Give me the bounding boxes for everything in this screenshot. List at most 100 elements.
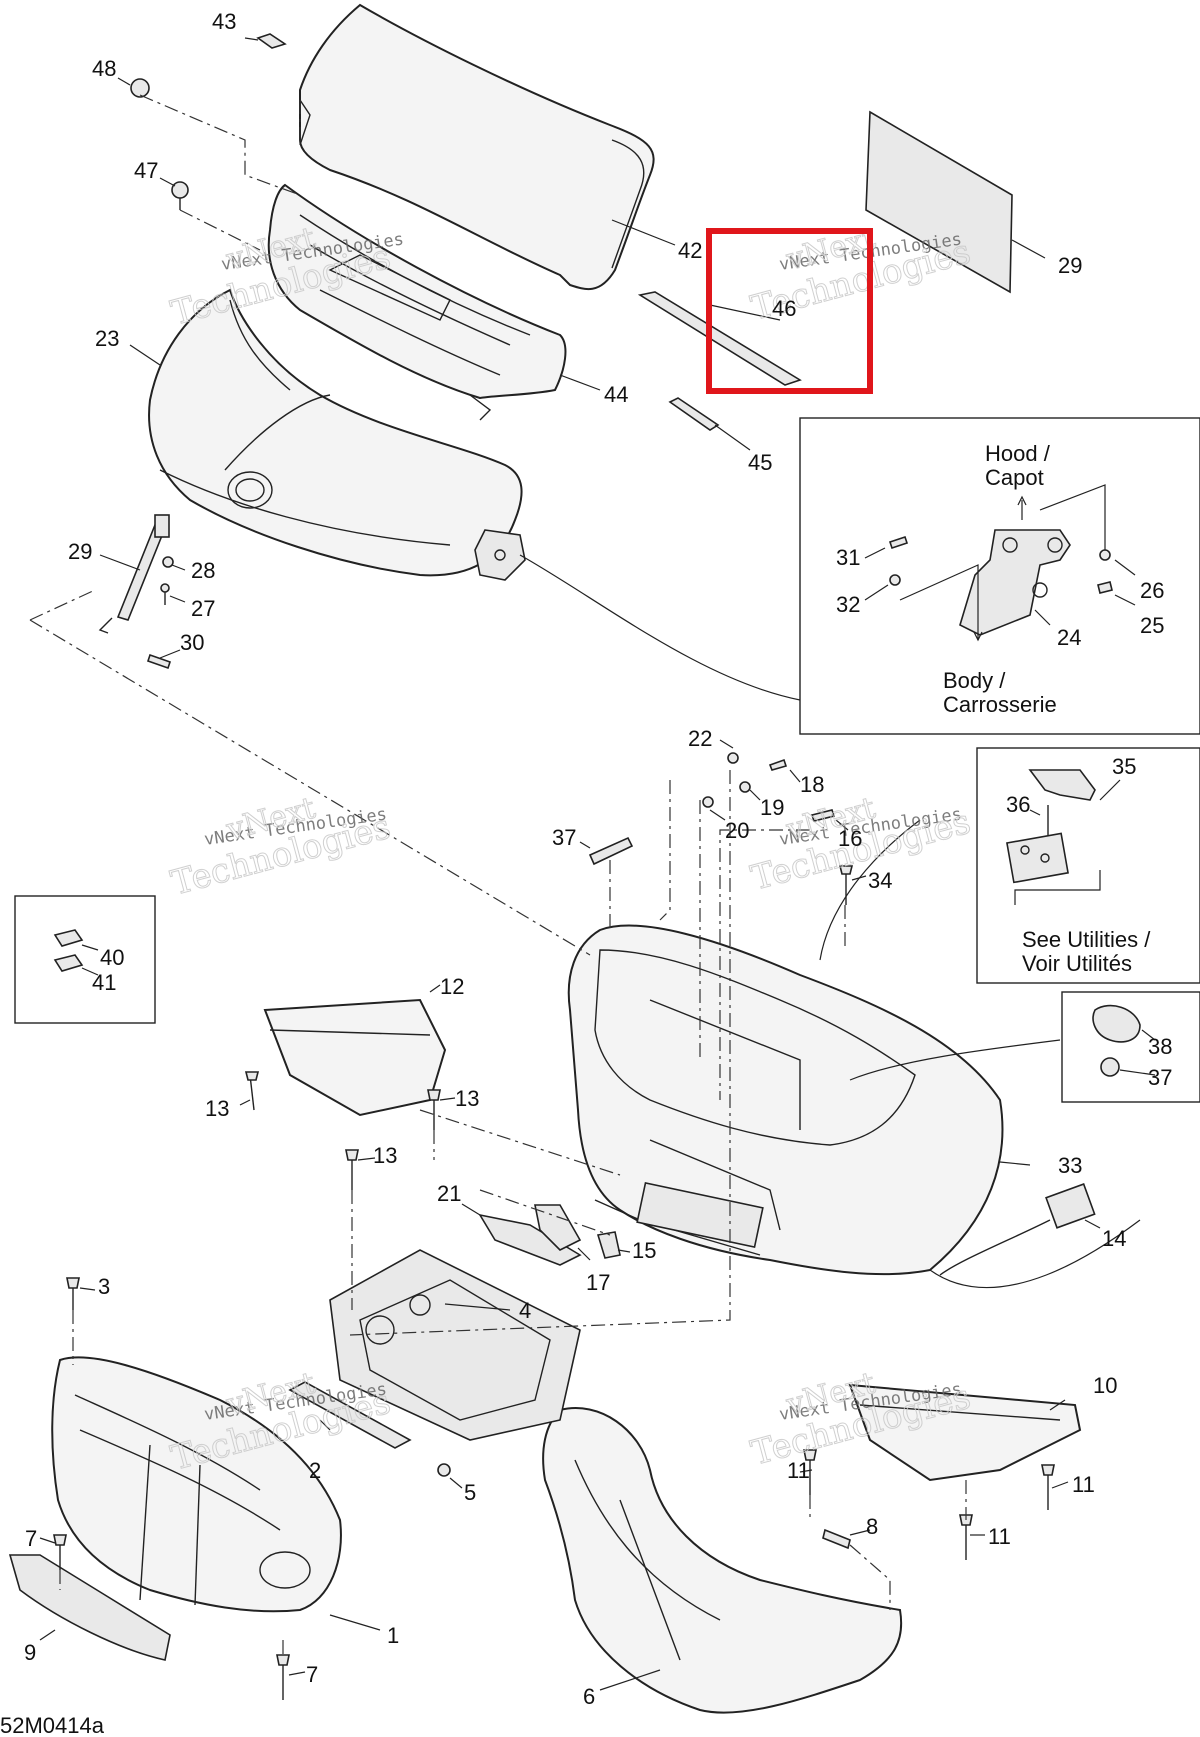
screw-part-47[interactable]: [171, 181, 189, 210]
callout-27[interactable]: 27: [191, 596, 215, 621]
callout-40[interactable]: 40: [100, 945, 124, 970]
body-label-line2: Carrosserie: [943, 692, 1057, 717]
callout-29-top[interactable]: 29: [1058, 253, 1082, 278]
callout-29-strut[interactable]: 29: [68, 539, 92, 564]
callout-48[interactable]: 48: [92, 56, 116, 81]
callout-47[interactable]: 47: [134, 158, 158, 183]
callout-45[interactable]: 45: [748, 450, 772, 475]
screw-part-18[interactable]: [768, 758, 788, 771]
callout-26[interactable]: 26: [1140, 578, 1164, 603]
hood-latch-part[interactable]: [474, 529, 526, 581]
hood-strut-part[interactable]: [98, 514, 170, 634]
lower-lip-part[interactable]: [8, 1554, 171, 1661]
screw-part-43[interactable]: [256, 33, 287, 49]
bracket-part-2[interactable]: [288, 1381, 412, 1449]
screw-part-22[interactable]: [727, 752, 739, 764]
skid-plate-part[interactable]: [542, 1407, 903, 1714]
screw-part-48[interactable]: [130, 78, 150, 98]
callout-7-left[interactable]: 7: [25, 1526, 37, 1551]
bolt-part-34[interactable]: [838, 865, 854, 905]
rivet-part-7a[interactable]: [53, 1534, 67, 1570]
callout-9[interactable]: 9: [24, 1640, 36, 1665]
washer-part-20[interactable]: [702, 796, 714, 808]
callout-28[interactable]: 28: [191, 558, 215, 583]
latch-part-17[interactable]: [534, 1204, 582, 1251]
cable-part-14[interactable]: [939, 1183, 1096, 1276]
callout-3[interactable]: 3: [98, 1274, 110, 1299]
bracket-frame-part[interactable]: [329, 1249, 581, 1441]
callout-19[interactable]: 19: [760, 795, 784, 820]
windshield-part[interactable]: [299, 3, 655, 291]
callout-34[interactable]: 34: [868, 868, 892, 893]
callout-23[interactable]: 23: [95, 326, 119, 351]
callout-44[interactable]: 44: [604, 382, 628, 407]
callout-5[interactable]: 5: [464, 1480, 476, 1505]
nut-part-5[interactable]: [437, 1463, 451, 1477]
callout-31[interactable]: 31: [836, 545, 860, 570]
callout-20[interactable]: 20: [725, 818, 749, 843]
callout-43[interactable]: 43: [212, 9, 236, 34]
rivet-part-8[interactable]: [822, 1528, 851, 1550]
side-panel-part-12[interactable]: [263, 998, 447, 1117]
rivet-part-11b[interactable]: [1041, 1464, 1055, 1510]
trunk-body-part[interactable]: [567, 924, 1004, 1276]
hinge-inset: Hood / Capot Body / Carrosserie: [799, 417, 1200, 735]
callout-11-left[interactable]: 11: [787, 1458, 810, 1483]
hood-part[interactable]: [148, 288, 523, 577]
upper-grille-part[interactable]: [267, 183, 567, 421]
callout-41[interactable]: 41: [92, 970, 116, 995]
callout-14[interactable]: 14: [1102, 1226, 1126, 1251]
washer-part-28[interactable]: [162, 556, 174, 568]
callout-15[interactable]: 15: [632, 1238, 656, 1263]
rivet-part-11a[interactable]: [803, 1449, 817, 1495]
callout-13-left[interactable]: 13: [205, 1096, 229, 1121]
callout-30[interactable]: 30: [180, 630, 204, 655]
tube-part-37-top[interactable]: [588, 836, 634, 866]
callout-32[interactable]: 32: [836, 592, 860, 617]
rivet-part-3[interactable]: [66, 1277, 80, 1310]
side-panel-part-10[interactable]: [848, 1383, 1082, 1482]
callout-25[interactable]: 25: [1140, 613, 1164, 638]
callout-2[interactable]: 2: [309, 1458, 321, 1483]
callout-24[interactable]: 24: [1057, 625, 1081, 650]
callout-36[interactable]: 36: [1006, 792, 1030, 817]
callout-37-inset[interactable]: 37: [1148, 1065, 1172, 1090]
callout-13-bottom[interactable]: 13: [373, 1143, 397, 1168]
washer-part-19[interactable]: [739, 781, 751, 793]
rivet-part-13a[interactable]: [244, 1071, 260, 1111]
catch-part-15[interactable]: [596, 1231, 621, 1259]
strip-part-46[interactable]: [637, 291, 802, 386]
callout-21[interactable]: 21: [437, 1181, 461, 1206]
callout-7-bottom[interactable]: 7: [306, 1662, 318, 1687]
rivet-part-11c[interactable]: [959, 1514, 973, 1560]
callout-12[interactable]: 12: [440, 974, 464, 999]
front-fascia-part[interactable]: [51, 1356, 342, 1613]
callout-13-right[interactable]: 13: [455, 1086, 479, 1111]
tube-part-45[interactable]: [668, 397, 720, 431]
callout-16[interactable]: 16: [838, 826, 862, 851]
callout-35[interactable]: 35: [1112, 754, 1136, 779]
panel-part-29[interactable]: [865, 110, 1013, 294]
callout-1[interactable]: 1: [387, 1623, 399, 1648]
screw-part-16[interactable]: [810, 809, 836, 822]
callout-37-top[interactable]: 37: [552, 825, 576, 850]
callout-17[interactable]: 17: [586, 1270, 610, 1295]
callout-6[interactable]: 6: [583, 1684, 595, 1709]
rivet-part-13b[interactable]: [427, 1089, 441, 1130]
callout-38[interactable]: 38: [1148, 1034, 1172, 1059]
callout-8[interactable]: 8: [866, 1514, 878, 1539]
callout-10[interactable]: 10: [1093, 1373, 1117, 1398]
callout-18[interactable]: 18: [800, 772, 824, 797]
callout-11-bottom[interactable]: 11: [988, 1524, 1011, 1549]
plate-part-21[interactable]: [478, 1213, 582, 1266]
callout-4[interactable]: 4: [519, 1298, 531, 1323]
callout-11-right[interactable]: 11: [1072, 1472, 1095, 1497]
callout-22[interactable]: 22: [688, 726, 712, 751]
screw-part-27[interactable]: [160, 583, 170, 605]
rivet-part-30[interactable]: [146, 653, 172, 670]
callout-33[interactable]: 33: [1058, 1153, 1082, 1178]
rivet-part-13c[interactable]: [345, 1149, 359, 1190]
rivet-part-7b[interactable]: [276, 1654, 290, 1700]
callout-42[interactable]: 42: [678, 238, 702, 263]
callout-46[interactable]: 46: [772, 296, 796, 321]
